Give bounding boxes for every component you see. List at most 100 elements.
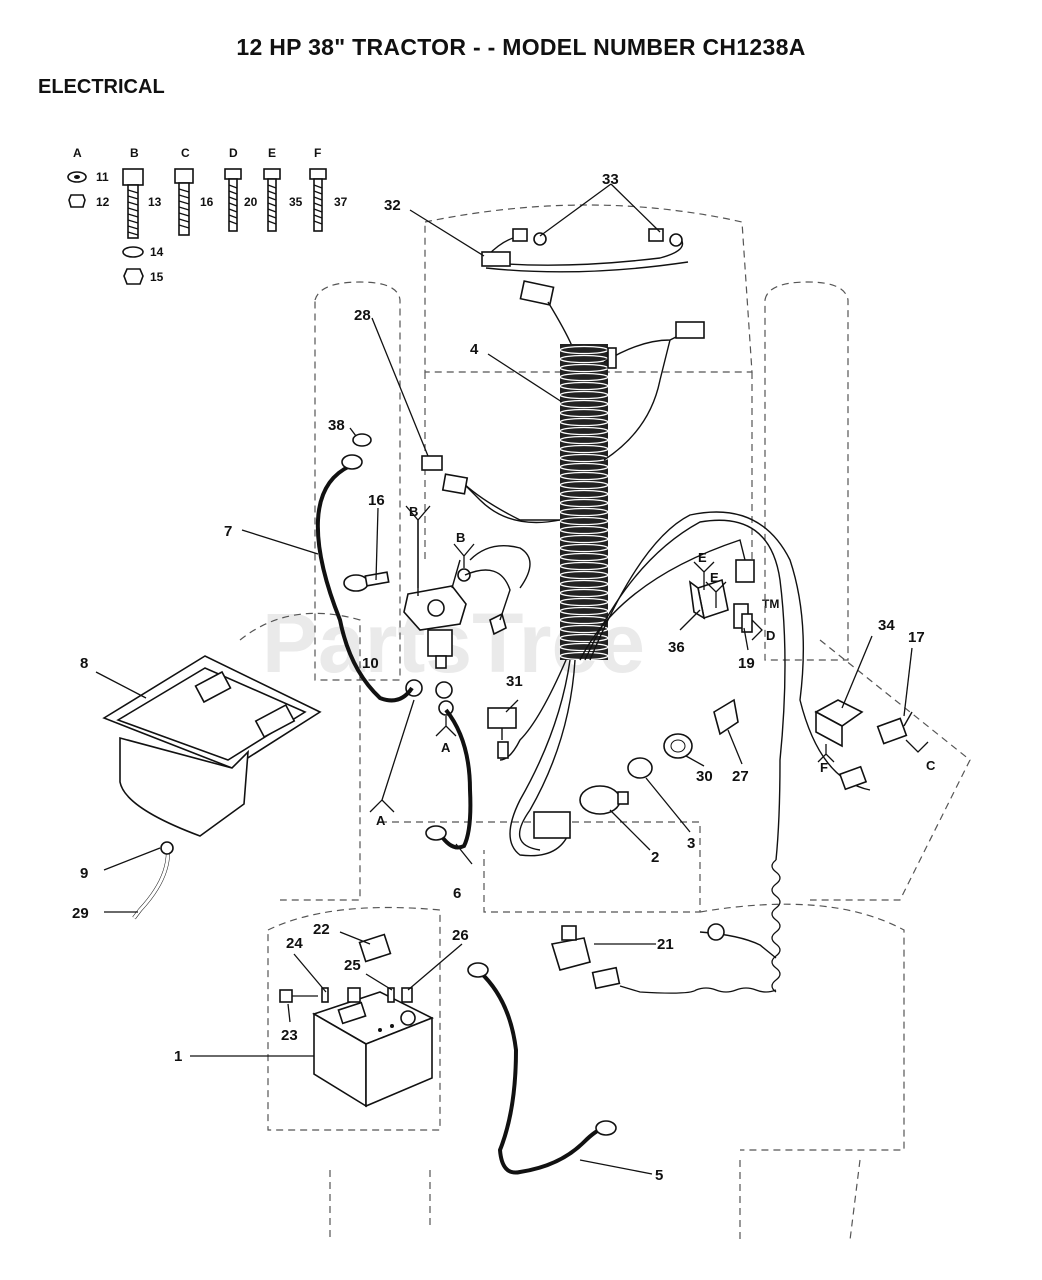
loom-ring: [559, 417, 609, 427]
loom-ring: [559, 372, 609, 382]
callout-3: 3: [687, 835, 695, 852]
loom-ring: [559, 426, 609, 436]
hardware-refs: B B A A E E D F C: [369, 504, 936, 828]
ref-e-1: E: [698, 550, 707, 565]
connector-28b-icon: [441, 473, 469, 495]
key-letter-c: C: [181, 146, 190, 160]
bracket-27-icon: [713, 698, 739, 736]
loom-connector-icon: [675, 321, 705, 339]
nut-3-icon: [627, 757, 653, 779]
cable-6: [425, 708, 473, 850]
right-connector-icon: [838, 765, 868, 791]
battery: [312, 991, 434, 1108]
screw-e-head-icon: [263, 168, 281, 180]
callout-10: 10: [362, 655, 379, 672]
switch-31-icon: [487, 707, 517, 729]
key-num-35: 35: [289, 195, 303, 209]
loom-ring: [559, 543, 609, 553]
hose-clamp-icon: [160, 841, 174, 855]
loom-ring: [559, 471, 609, 481]
callout-6: 6: [453, 885, 461, 902]
hex-nut-icon: [123, 268, 144, 285]
loom-ring: [559, 624, 609, 634]
callout-30: 30: [696, 768, 713, 785]
key-letter-f: F: [314, 146, 321, 160]
ref-c-1: C: [926, 758, 936, 773]
loom-ring: [559, 534, 609, 544]
callout-22: 22: [313, 921, 330, 938]
harness-plug-icon: [519, 280, 555, 306]
bolt-c-head-icon: [174, 168, 194, 184]
ref-b-1: B: [409, 504, 418, 519]
right-harness-branch: [579, 511, 871, 994]
page-title: 12 HP 38" TRACTOR - - MODEL NUMBER CH123…: [236, 34, 806, 60]
loom-ring: [559, 507, 609, 517]
lock-washer-icon: [122, 246, 144, 258]
loom-ring: [559, 408, 609, 418]
callout-9: 9: [80, 865, 88, 882]
ref-f-1: F: [820, 760, 828, 775]
solenoid-assembly: [403, 520, 511, 716]
key-num-15: 15: [150, 270, 164, 284]
key-num-16: 16: [200, 195, 214, 209]
lower-harness: [459, 479, 576, 857]
loom-ring: [559, 642, 609, 652]
headlight-bulb-right-icon: [648, 228, 664, 242]
callout-28: 28: [354, 307, 371, 324]
callout-16: 16: [368, 492, 385, 509]
key-head-icon: [343, 574, 369, 592]
battery-box: [102, 655, 322, 837]
callout-26: 26: [452, 927, 469, 944]
loom-ring: [559, 570, 609, 580]
callout-7: 7: [224, 523, 232, 540]
loom-ring: [559, 390, 609, 400]
callout-33: 33: [602, 171, 619, 188]
battery-pad-icon: [358, 933, 392, 963]
loom-ring: [559, 489, 609, 499]
callout-34: 34: [878, 617, 895, 634]
callout-27: 27: [732, 768, 749, 785]
connector-block-icon: [533, 811, 571, 839]
callout-31: 31: [506, 673, 523, 690]
bolt-shank-icon: [127, 184, 139, 239]
callout-23: 23: [281, 1027, 298, 1044]
terminal-clip-icon: [489, 612, 507, 636]
callouts: 33 32 28 4 38 7 16 10 8 9 29 6 31 2 3 30…: [72, 171, 925, 1184]
headlight-connector-icon: [481, 251, 511, 267]
key-num-11: 11: [96, 170, 109, 184]
loom-ring: [559, 462, 609, 472]
loom-ring: [559, 435, 609, 445]
key-blade-icon: [364, 571, 390, 587]
callout-5: 5: [655, 1167, 663, 1184]
loom-ring: [559, 480, 609, 490]
seat-switch-plug-icon: [591, 966, 621, 990]
watermark-tm: TM: [762, 597, 779, 611]
callout-21: 21: [657, 936, 674, 953]
ref-a-1: A: [376, 813, 386, 828]
callout-24: 24: [286, 935, 303, 952]
callout-17: 17: [908, 629, 925, 646]
key-letter-e: E: [268, 146, 276, 160]
callout-4: 4: [470, 341, 479, 358]
key-num-20: 20: [244, 195, 258, 209]
loom-fuse-icon: [607, 347, 617, 369]
callout-19: 19: [738, 655, 755, 672]
key-num-37: 37: [334, 195, 348, 209]
bolt-23-head-icon: [279, 989, 293, 1003]
callout-29: 29: [72, 905, 89, 922]
callout-36: 36: [668, 639, 685, 656]
ring-terminal-icon: [341, 454, 363, 470]
connector-28-icon: [421, 455, 443, 471]
loom-ring: [559, 597, 609, 607]
ref-e-2: E: [710, 570, 719, 585]
loom-ring: [559, 579, 609, 589]
bolt-head-icon: [122, 168, 144, 186]
key-num-14: 14: [150, 245, 164, 259]
key-letter-a: A: [73, 146, 82, 160]
loom-ring: [559, 498, 609, 508]
loom-ring: [559, 561, 609, 571]
nut-icon: [68, 194, 86, 208]
headlight-bulb-left-icon: [512, 228, 528, 242]
loom-ring: [559, 525, 609, 535]
callout-25: 25: [344, 957, 361, 974]
